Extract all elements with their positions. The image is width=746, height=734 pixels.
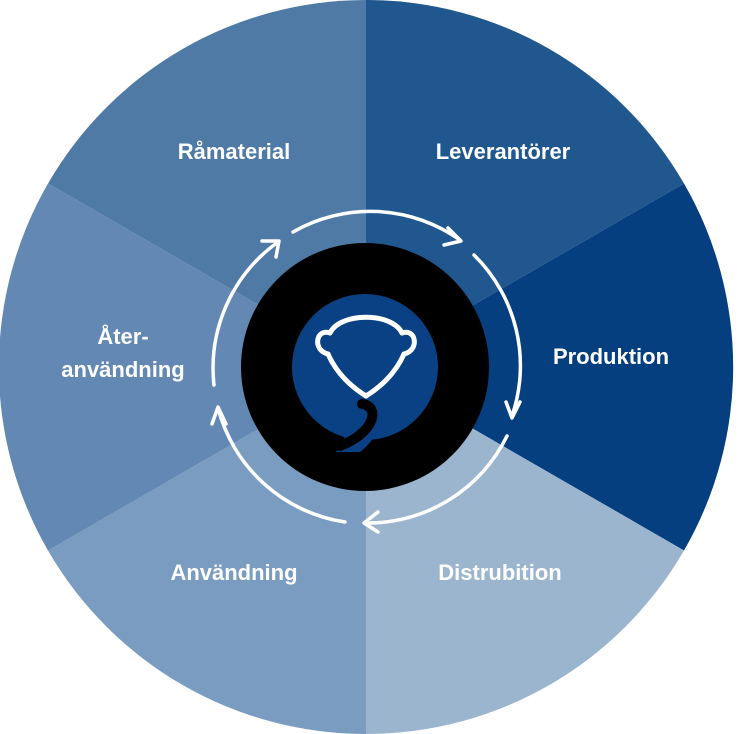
- flow-arc-5: [211, 240, 280, 387]
- flow-arc-1: [291, 209, 462, 242]
- brand-logo-icon: [292, 294, 438, 452]
- segment-label-produktion: Produktion: [553, 344, 669, 369]
- segment-label-anvandning: Användning: [170, 560, 297, 585]
- segment-label-distrubition: Distrubition: [438, 560, 561, 585]
- flow-arrowhead-5: [260, 239, 281, 259]
- flow-arrowhead-2: [504, 400, 522, 420]
- segment-ateranvandning: [0, 183, 366, 551]
- segment-produktion: [366, 183, 734, 551]
- flow-arrows: [210, 209, 523, 534]
- flow-arc-3: [363, 434, 509, 525]
- segment-label-ramaterial: Råmaterial: [178, 139, 291, 164]
- flow-arc-2: [472, 253, 523, 418]
- flow-arrowhead-3: [362, 510, 380, 534]
- segment-label-ateranvandning-line2: användning: [61, 357, 184, 382]
- flow-arc-4: [216, 406, 347, 524]
- flow-arrowhead-4: [210, 405, 228, 426]
- segment-label-leverantorer: Leverantörer: [436, 139, 571, 164]
- segment-label-ateranvandning-line1: Åter-: [97, 323, 148, 349]
- flow-arrowhead-1: [442, 226, 463, 247]
